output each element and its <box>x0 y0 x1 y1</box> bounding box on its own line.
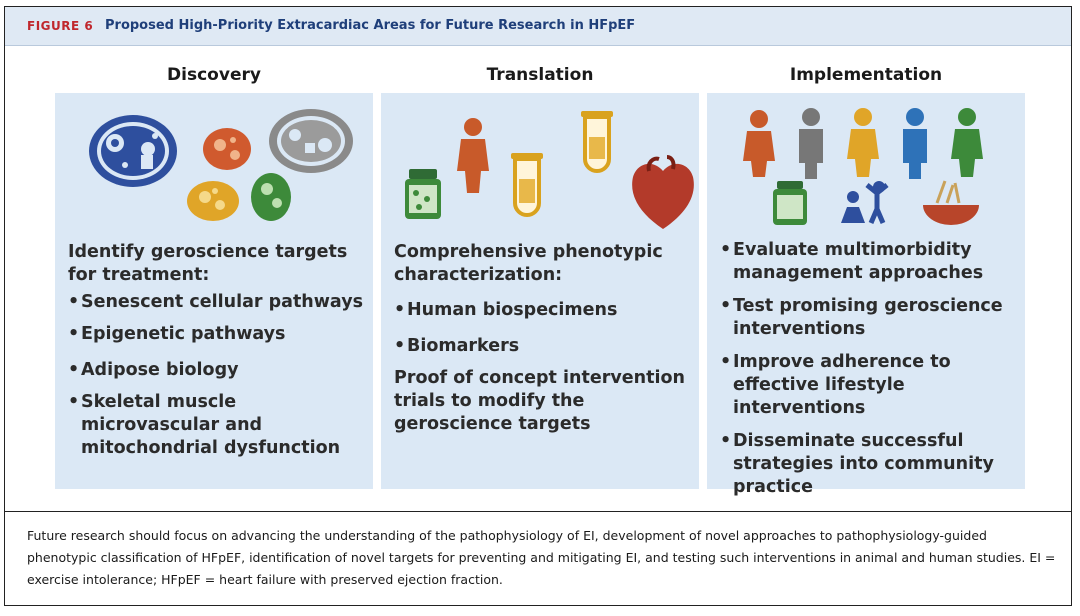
figure-frame: FIGURE 6 Proposed High-Priority Extracar… <box>4 6 1072 606</box>
person-icon <box>903 108 927 179</box>
test-tube-icon <box>581 111 613 173</box>
heart-icon <box>632 155 694 229</box>
person-icon <box>951 108 983 177</box>
cell-icon <box>269 109 353 173</box>
cell-icon <box>89 115 177 187</box>
translation-bullet-list: Human biospecimens Biomarkers <box>394 299 692 358</box>
implementation-illustration <box>743 108 983 225</box>
person-icon <box>743 110 775 177</box>
list-item: Disseminate successful strategies into c… <box>720 430 1018 499</box>
translation-tail-text: Proof of concept intervention trials to … <box>394 368 685 434</box>
list-item: Skeletal muscle microvascular and mitoch… <box>68 391 366 460</box>
figure-label: FIGURE 6 <box>27 19 94 33</box>
figure-caption: Future research should focus on advancin… <box>27 528 1056 587</box>
cell-icon <box>203 128 251 170</box>
person-icon <box>847 108 879 177</box>
implementation-panel: Evaluate multimorbidity management appro… <box>707 93 1025 497</box>
pill-bottle-icon <box>405 169 441 219</box>
implementation-bullet-list: Evaluate multimorbidity management appro… <box>720 239 1018 499</box>
list-item: Adipose biology <box>68 359 366 382</box>
column-heading-discovery: Discovery <box>167 65 261 85</box>
list-item: Biomarkers <box>394 335 692 358</box>
list-item: Evaluate multimorbidity management appro… <box>720 239 1018 285</box>
discovery-panel: Identify geroscience targets for treatme… <box>55 93 373 489</box>
discovery-bullet-list: Senescent cellular pathways Epigenetic p… <box>68 291 366 460</box>
test-tube-icon <box>511 153 543 217</box>
cells-illustration <box>89 109 353 221</box>
discovery-lead-text: Identify geroscience targets for treatme… <box>68 242 348 285</box>
translation-illustration <box>405 111 694 229</box>
cell-icon <box>187 181 239 221</box>
figure-title: Proposed High-Priority Extracardiac Area… <box>105 18 636 33</box>
list-item: Senescent cellular pathways <box>68 291 366 314</box>
figure-title-bar: FIGURE 6 Proposed High-Priority Extracar… <box>5 7 1071 46</box>
column-heading-implementation: Implementation <box>789 65 943 85</box>
translation-panel: Comprehensive phenotypic characterizatio… <box>381 93 699 489</box>
list-item: Human biospecimens <box>394 299 692 322</box>
column-heading-translation: Translation <box>486 65 594 85</box>
cell-icon <box>251 173 291 221</box>
list-item: Improve adherence to effective lifestyle… <box>720 351 1018 420</box>
person-icon <box>799 108 823 179</box>
list-item: Epigenetic pathways <box>68 323 366 346</box>
caption-divider <box>5 511 1071 512</box>
exercise-icon <box>841 181 889 224</box>
pill-bottle-icon <box>773 181 807 225</box>
translation-lead-text: Comprehensive phenotypic characterizatio… <box>394 242 663 285</box>
food-bowl-icon <box>923 180 979 225</box>
list-item: Test promising geroscience interventions <box>720 295 1018 341</box>
person-icon <box>457 118 489 193</box>
